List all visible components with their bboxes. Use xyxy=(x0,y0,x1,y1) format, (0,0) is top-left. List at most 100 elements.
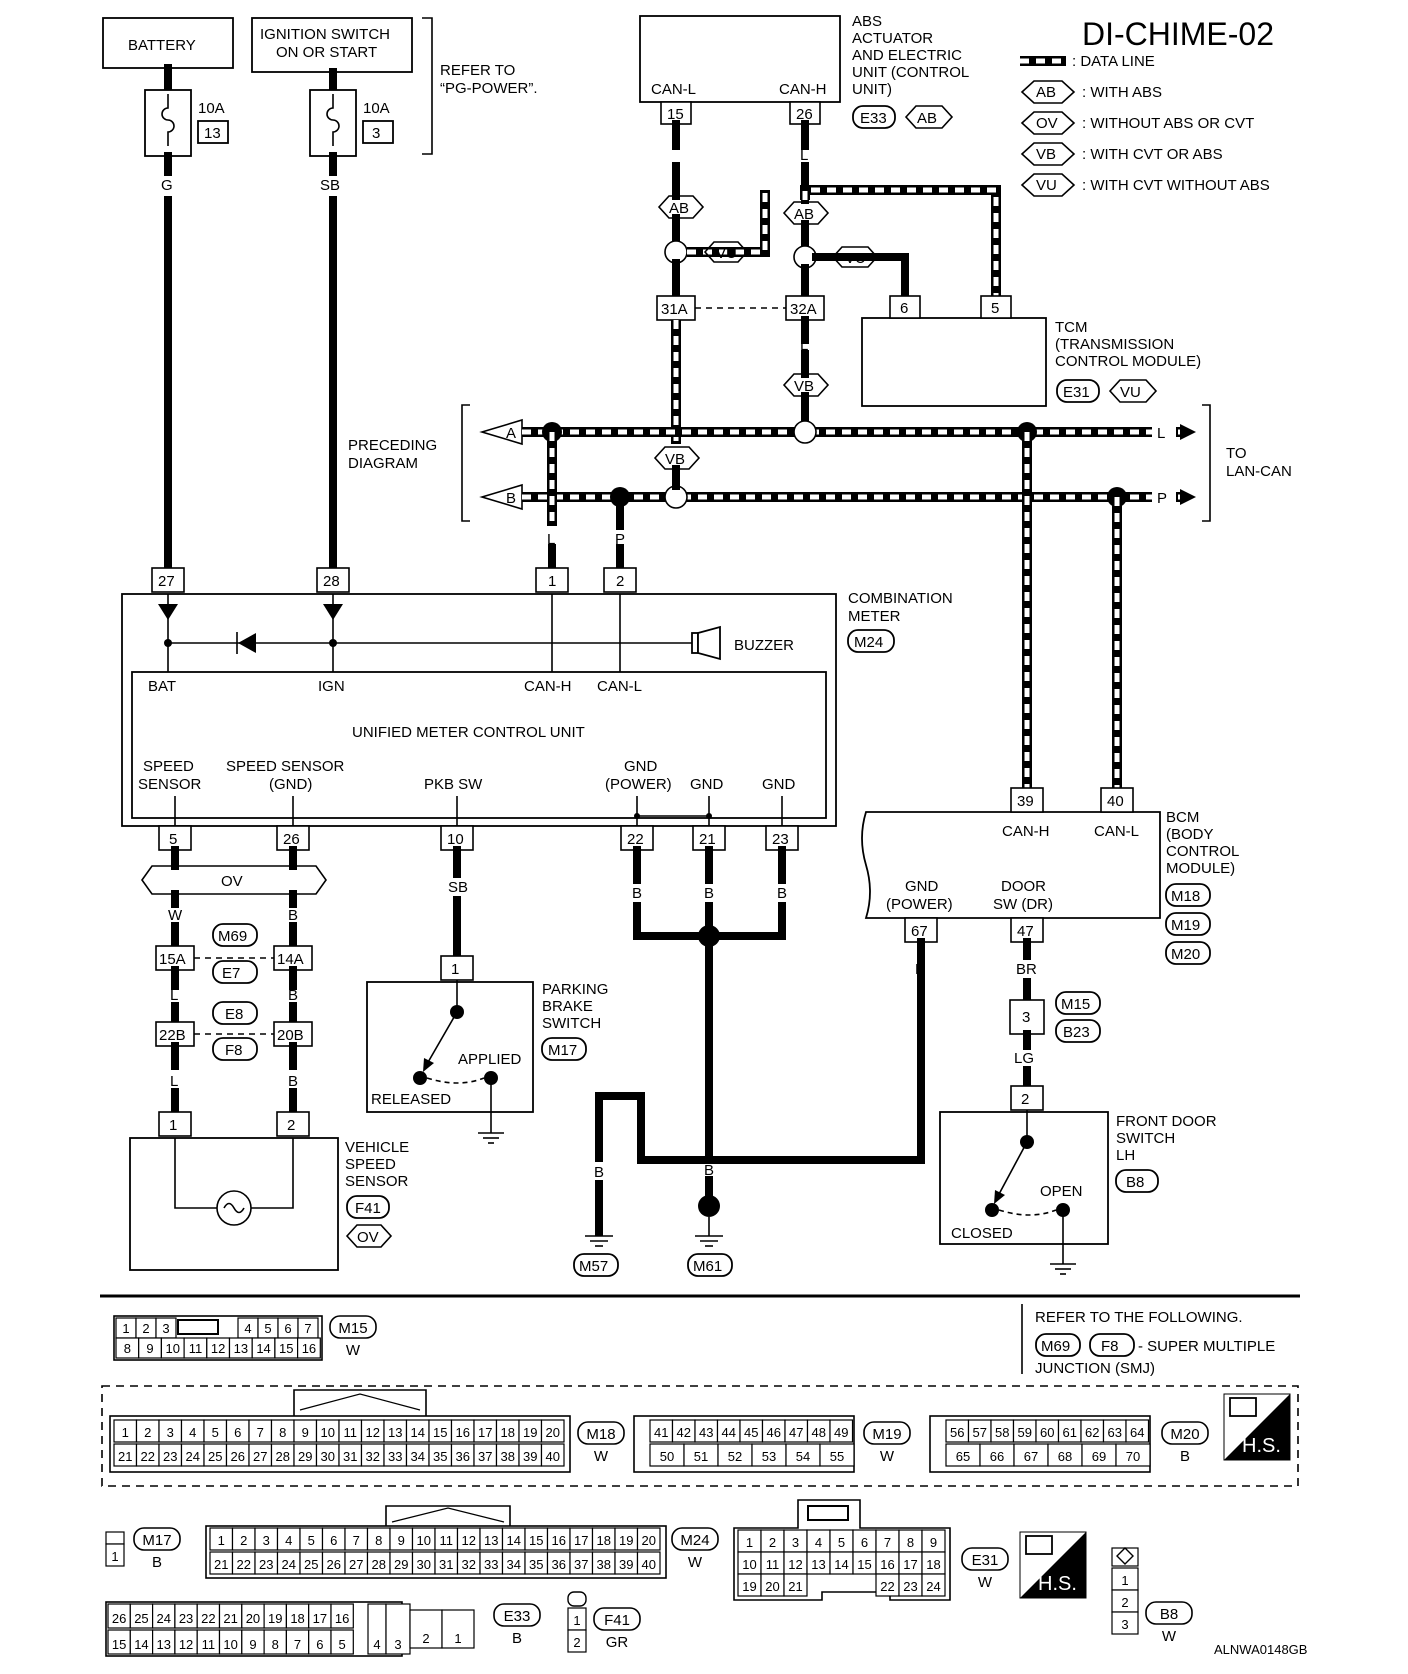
m24-pin-40-cell xyxy=(636,1551,661,1575)
e31-pin-21-cell xyxy=(783,1573,808,1597)
e33-pin-19: 19 xyxy=(268,1611,282,1626)
lan-l: L xyxy=(1157,425,1165,442)
bcm-line-1: BCM xyxy=(1166,809,1199,826)
b8-pin-2: 2 xyxy=(1121,1595,1128,1610)
tcm-line-2: (TRANSMISSION xyxy=(1055,336,1174,353)
vss-option-code: OV xyxy=(357,1229,379,1246)
connector-e33-badge xyxy=(493,1603,541,1627)
m24-pin-1: 1 xyxy=(218,1533,225,1548)
m18-pin-17: 17 xyxy=(478,1425,492,1440)
m20-pin-70-cell xyxy=(1115,1443,1151,1467)
m18-pin-27: 27 xyxy=(253,1449,267,1464)
m18-pin-40: 40 xyxy=(546,1449,560,1464)
m17-pin-1-cell xyxy=(105,1543,125,1567)
e31-pin-11: 11 xyxy=(766,1557,780,1572)
abs-line-4: UNIT (CONTROL xyxy=(852,64,969,81)
e31-pin-1: 1 xyxy=(746,1535,753,1550)
speed-gnd-label-1: SPEED SENSOR xyxy=(226,758,345,775)
m24-pin-34: 34 xyxy=(507,1557,521,1572)
speed-wire-b-1: B xyxy=(288,987,298,1004)
e33-pin-1: 1 xyxy=(454,1631,461,1646)
e33-pin-3: 3 xyxy=(394,1637,401,1652)
e33-pin-16-cell xyxy=(330,1603,354,1629)
gnd-label: GND xyxy=(690,776,724,793)
m18-pin-38: 38 xyxy=(501,1449,515,1464)
legend-data-line: : DATA LINE xyxy=(1072,53,1155,70)
m24-pin-10: 10 xyxy=(417,1533,431,1548)
f41-pin-1: 1 xyxy=(573,1613,580,1628)
m24-pin-20: 20 xyxy=(642,1533,656,1548)
abs-line-5: UNIT) xyxy=(852,81,892,98)
m24-pin-20-cell xyxy=(636,1527,661,1551)
e31-pin-9: 9 xyxy=(930,1535,937,1550)
m24-pin-23: 23 xyxy=(259,1557,273,1572)
m24-pin-17: 17 xyxy=(574,1533,588,1548)
speed-wire-w: W xyxy=(168,907,183,924)
e33-pin-14: 14 xyxy=(134,1637,148,1652)
connector-m18-badge xyxy=(577,1421,625,1445)
ground-m57: M57 xyxy=(579,1258,608,1275)
m20-pin-61: 61 xyxy=(1063,1425,1077,1440)
e31-pin-15: 15 xyxy=(857,1557,871,1572)
speed-wire-b-2: B xyxy=(288,1073,298,1090)
connector-e33-color: B xyxy=(512,1630,522,1647)
lan-p: P xyxy=(1157,490,1167,507)
door-pin-2: 2 xyxy=(1021,1091,1029,1108)
bcm-gnd-2: (POWER) xyxy=(886,896,953,913)
legend-code-ab: AB xyxy=(1036,84,1056,101)
m18-pin-1: 1 xyxy=(122,1425,129,1440)
bcm-connector-m20: M20 xyxy=(1171,946,1200,963)
battery-wire-color: G xyxy=(161,177,173,194)
e33-pin-6: 6 xyxy=(316,1637,323,1652)
meter-name-1: COMBINATION xyxy=(848,590,953,607)
m15-pin-6: 6 xyxy=(284,1321,291,1336)
preceding-label-1: PRECEDING xyxy=(348,437,437,454)
m15-pin-13: 13 xyxy=(234,1341,248,1356)
preceding-a: A xyxy=(506,425,516,442)
m24-pin-21: 21 xyxy=(214,1557,228,1572)
m18-pin-37: 37 xyxy=(478,1449,492,1464)
m24-pin-25: 25 xyxy=(304,1557,318,1572)
e31-pin-18: 18 xyxy=(926,1557,940,1572)
f8-connector: F8 xyxy=(225,1042,243,1059)
m20-pin-67: 67 xyxy=(1024,1449,1038,1464)
tcm-pin-6: 6 xyxy=(900,300,908,317)
m18-pin-22: 22 xyxy=(141,1449,155,1464)
m20-pin-65: 65 xyxy=(956,1449,970,1464)
e31-pin-7: 7 xyxy=(884,1535,891,1550)
m18-pin-33: 33 xyxy=(388,1449,402,1464)
m18-pin-31: 31 xyxy=(343,1449,357,1464)
m18-pin-35: 35 xyxy=(433,1449,447,1464)
b8-pin-1: 1 xyxy=(1121,1573,1128,1588)
legend-cvt-or-abs: : WITH CVT OR ABS xyxy=(1082,146,1223,163)
m19-pin-52: 52 xyxy=(728,1449,742,1464)
legend-code-vu: VU xyxy=(1036,177,1057,194)
meter-pin-23: 23 xyxy=(772,831,789,848)
gnd-wire-b-4: B xyxy=(704,1162,714,1179)
m24-pin-31: 31 xyxy=(439,1557,453,1572)
meter-pin-27: 27 xyxy=(158,573,175,590)
connector-m15-id: M15 xyxy=(338,1320,367,1337)
m24-pin-29: 29 xyxy=(394,1557,408,1572)
m18-pin-23: 23 xyxy=(163,1449,177,1464)
m24-pin-24: 24 xyxy=(282,1557,296,1572)
e31-pin-21: 21 xyxy=(788,1579,802,1594)
e31-pin-3: 3 xyxy=(792,1535,799,1550)
connector-f41-id: F41 xyxy=(604,1612,630,1629)
tcm-connector-id: E31 xyxy=(1063,384,1090,401)
e33-pin-5: 5 xyxy=(339,1637,346,1652)
m24-pin-5: 5 xyxy=(308,1533,315,1548)
legend-code-vb: VB xyxy=(1036,146,1056,163)
e33-pin-26: 26 xyxy=(112,1611,126,1626)
m19-pin-55-cell xyxy=(819,1443,855,1467)
diagram-code: ALNWA0148GB xyxy=(1214,1642,1307,1657)
m19-pin-41: 41 xyxy=(654,1425,668,1440)
e33-pin-2-cell xyxy=(409,1609,443,1649)
door-line-2: SWITCH xyxy=(1116,1130,1175,1147)
m19-pin-54: 54 xyxy=(796,1449,810,1464)
pkb-sw-label: PKB SW xyxy=(424,776,483,793)
lan-can-label-1: TO xyxy=(1226,445,1247,462)
e31-pin-10: 10 xyxy=(742,1557,756,1572)
